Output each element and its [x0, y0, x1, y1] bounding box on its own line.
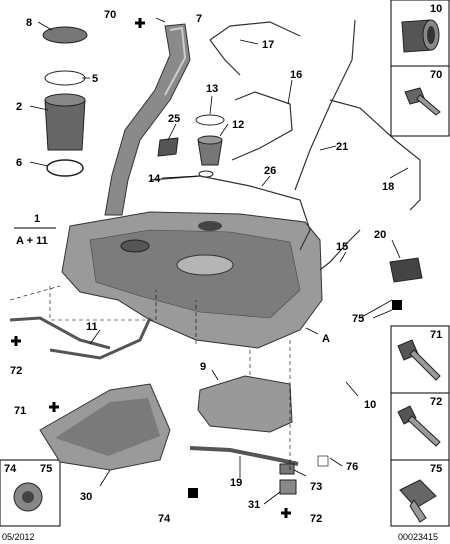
- footer-date: 05/2012: [2, 532, 35, 542]
- svg-text:71: 71: [430, 329, 442, 341]
- callout-30: 30: [80, 491, 92, 503]
- assembly-guide-lines: [9, 285, 291, 470]
- washer-icon: [13, 482, 43, 512]
- square-marker-icon: [188, 488, 198, 498]
- callout-11: 11: [86, 321, 98, 333]
- callout-A: A: [322, 333, 330, 345]
- open-square-marker-icon: [317, 455, 329, 467]
- callout-1-group: 1 A + 11: [14, 213, 56, 247]
- panel-75: 75: [390, 459, 450, 527]
- svg-text:10: 10: [430, 3, 442, 15]
- plus-marker-icon: [281, 508, 291, 518]
- callout-31: 31: [248, 499, 260, 511]
- callout-12: 12: [232, 119, 244, 131]
- svg-text:74: 74: [4, 463, 17, 475]
- svg-text:75: 75: [40, 463, 52, 475]
- callout-2: 2: [16, 101, 22, 113]
- svg-text:72: 72: [430, 396, 442, 408]
- callout-14: 14: [148, 173, 161, 185]
- strap-11: [9, 316, 152, 360]
- svg-text:70: 70: [430, 69, 442, 81]
- panel-71: 71: [390, 325, 450, 394]
- callout-25: 25: [168, 113, 180, 125]
- callout-26: 26: [264, 165, 276, 177]
- callout-7: 7: [196, 13, 202, 25]
- level-sender: [195, 114, 225, 178]
- push-clip-icon: [399, 479, 437, 523]
- gasket-25: [157, 137, 179, 157]
- fuel-tank: [61, 211, 323, 349]
- callout-15: 15: [336, 241, 348, 253]
- callout-19: 19: [230, 477, 242, 489]
- callout-72b: 72: [310, 513, 322, 525]
- callout-13: 13: [206, 83, 218, 95]
- callout-75: 75: [352, 313, 364, 325]
- callout-20: 20: [374, 229, 386, 241]
- callout-21: 21: [336, 141, 348, 153]
- callout-10: 10: [364, 399, 376, 411]
- bracket-31: [279, 463, 297, 495]
- strap-19: [189, 446, 299, 466]
- filler-neck: [104, 23, 191, 216]
- svg-text:75: 75: [430, 463, 442, 475]
- shield-9: [197, 375, 293, 433]
- callout-9: 9: [200, 361, 206, 373]
- control-module-20: [389, 257, 423, 283]
- bolt-icon: [397, 405, 441, 447]
- bolt-icon: [397, 339, 441, 381]
- panel-74-75: 74 75: [0, 459, 61, 527]
- plus-marker-icon: [135, 18, 145, 28]
- screw-icon: [404, 87, 441, 116]
- plus-marker-icon: [11, 336, 21, 346]
- panel-70: 70: [390, 65, 450, 137]
- callout-8: 8: [26, 17, 32, 29]
- plus-marker-icon: [49, 402, 59, 412]
- callout-6: 6: [16, 157, 22, 169]
- callout-1: 1: [34, 213, 40, 225]
- callout-5: 5: [92, 73, 98, 85]
- callout-74: 74: [158, 513, 171, 525]
- callout-76: 76: [346, 461, 358, 473]
- connector-sleeve-icon: [401, 19, 440, 53]
- callout-72: 72: [10, 365, 22, 377]
- footer-ref: 00023415: [398, 532, 438, 542]
- callout-71: 71: [14, 405, 26, 417]
- callout-labels: 8 5 2 6 70 7 17 16 13 12 25 14 26 21 18 …: [10, 9, 394, 525]
- panel-72: 72: [390, 392, 450, 461]
- panel-10: 10: [390, 0, 450, 67]
- callout-leaders: [29, 17, 409, 505]
- square-marker-icon: [392, 300, 402, 310]
- heat-shield: [39, 383, 171, 471]
- callout-73: 73: [310, 481, 322, 493]
- fuel-pump-assembly: [42, 26, 88, 177]
- callout-16: 16: [290, 69, 302, 81]
- callout-17: 17: [262, 39, 274, 51]
- callout-18: 18: [382, 181, 394, 193]
- callout-1b: A + 11: [16, 235, 48, 247]
- callout-70: 70: [104, 9, 116, 21]
- fastener-markers: [11, 18, 402, 518]
